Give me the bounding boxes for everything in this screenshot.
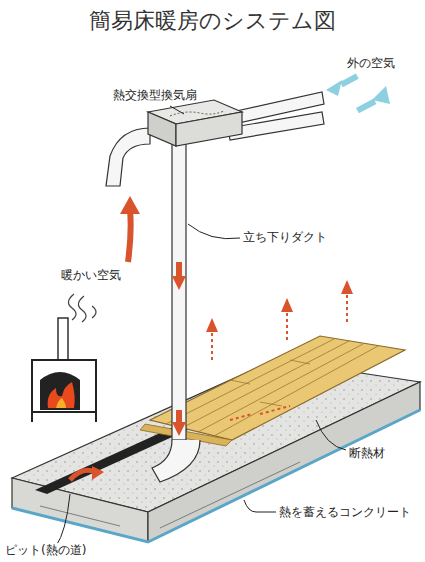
stove (58, 318, 68, 360)
slab-front (12, 478, 148, 542)
diagram-title: 簡易床暖房のシステム図 (89, 8, 336, 34)
duct (172, 140, 186, 440)
intake-pipe (106, 128, 150, 186)
heat-arrows (212, 292, 347, 420)
warm-arrow (128, 210, 131, 262)
part-label: 断熱材 (348, 446, 386, 460)
air-label: 外の空気 (346, 56, 396, 70)
part-label: 立ち下りダクト (242, 230, 328, 244)
part-label: ピット(熱の道) (4, 543, 87, 557)
air-label: 暖かい空気 (60, 268, 122, 282)
part-label: 熱を蓄えるコンクリート (278, 505, 412, 519)
leader-lines (56, 106, 346, 546)
part-label: 熱交換型換気扇 (112, 88, 198, 102)
smoke (68, 294, 96, 322)
wood-floor (150, 336, 405, 440)
